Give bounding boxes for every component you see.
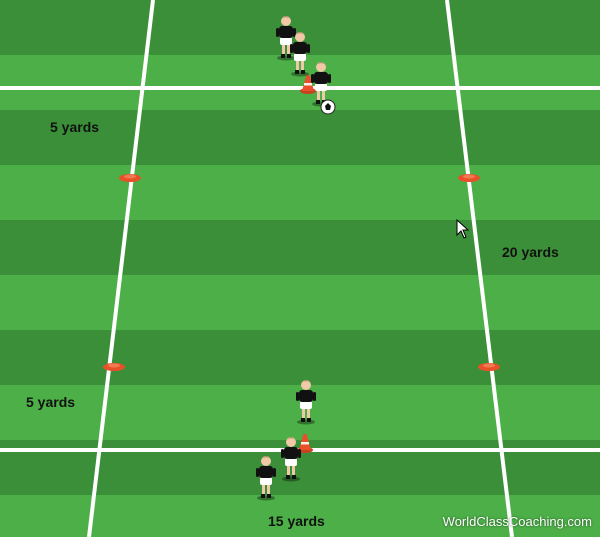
right-sideline	[445, 0, 514, 537]
cone-top-left	[119, 174, 141, 182]
mouse-pointer-icon	[456, 219, 470, 239]
bottom-zone-label: 5 yards	[26, 394, 76, 410]
watermark: WorldClassCoaching.com	[442, 514, 592, 529]
cone-top-right	[458, 174, 480, 182]
soccer-ball-icon	[320, 99, 336, 115]
length-label: 20 yards	[502, 244, 559, 260]
top-zone-label: 5 yards	[50, 119, 100, 135]
width-label: 15 yards	[268, 513, 325, 529]
cone-bottom-left	[103, 363, 125, 371]
cone-bottom-right	[478, 363, 500, 371]
left-sideline	[87, 0, 155, 537]
